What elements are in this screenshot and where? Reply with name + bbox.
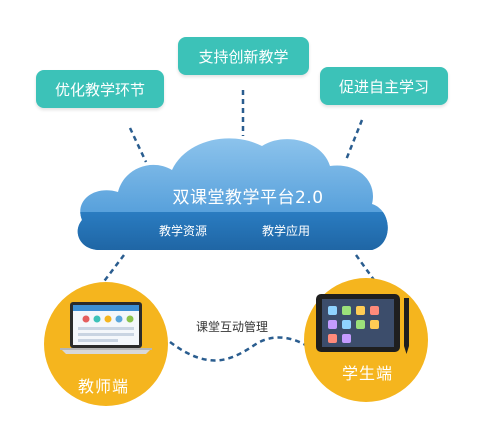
teacher-label: 教师端 <box>78 377 130 396</box>
connector-cloud-student <box>354 254 376 281</box>
laptop-icon <box>60 302 152 354</box>
stylus-icon <box>404 298 409 354</box>
cloud-title: 双课堂教学平台2.0 <box>172 188 324 208</box>
platform-cloud <box>77 138 388 250</box>
bubble-support-innovation: 支持创新教学 <box>178 37 309 75</box>
connector-teacher-student <box>169 336 315 362</box>
connector-cloud-teacher <box>101 254 125 285</box>
teacher-node <box>44 282 168 406</box>
bubble-optimize-teaching: 优化教学环节 <box>36 70 164 108</box>
connector-right <box>344 119 364 161</box>
tablet-icon <box>316 294 400 352</box>
student-label: 学生端 <box>342 364 394 383</box>
cloud-item-applications: 教学应用 <box>262 224 311 238</box>
connector-lines <box>101 90 376 362</box>
student-node <box>304 278 428 402</box>
cloud-item-resources: 教学资源 <box>159 224 208 238</box>
cloud-band <box>77 212 388 250</box>
connection-label: 课堂互动管理 <box>196 320 269 334</box>
connector-left <box>128 127 148 163</box>
bubble-self-learning: 促进自主学习 <box>320 67 448 105</box>
